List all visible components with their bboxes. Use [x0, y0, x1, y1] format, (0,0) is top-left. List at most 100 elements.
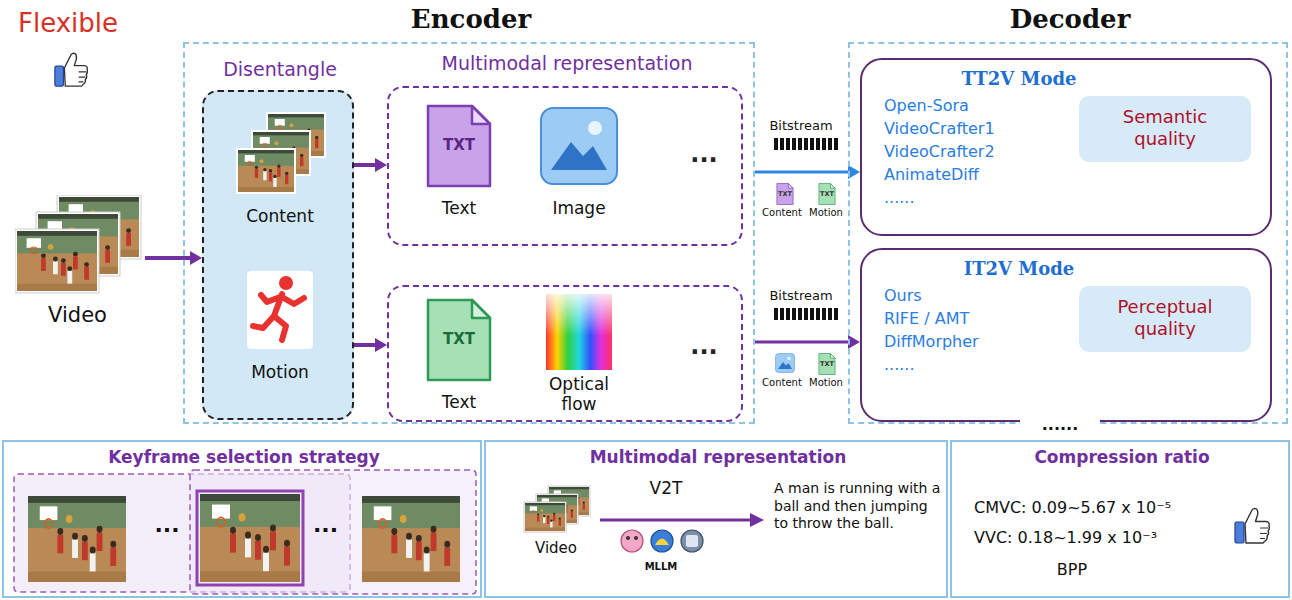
node-text: ......: [884, 188, 1084, 207]
node-text: VideoCrafter2: [884, 142, 1084, 161]
info-panel: Keyframe selection strategy......: [2, 440, 482, 598]
icon-text: TXT: [814, 361, 840, 369]
circle-shape: [651, 530, 673, 552]
stream-caption: Content: [758, 377, 806, 389]
v2t-arrowhead: [750, 513, 764, 527]
quality-box: Perceptual quality: [1079, 286, 1251, 352]
node-text: TXT: [414, 136, 504, 154]
node-text: ...: [679, 332, 729, 361]
quality-box: Semantic quality: [1079, 96, 1251, 162]
bitstream-bars: [772, 308, 838, 320]
path-shape: [253, 294, 304, 340]
stream-caption: Motion: [805, 377, 847, 389]
node-text: VideoCrafter1: [884, 119, 1084, 138]
node-text: VVC: 0.18~1.99 x 10⁻³: [974, 528, 1284, 547]
stream-caption: Content: [758, 207, 806, 219]
rect-shape: [236, 148, 296, 194]
icon-text: TXT: [814, 191, 840, 199]
use-shape: [525, 503, 565, 531]
info-panel: Compression ratioCMVC: 0.09~5.67 x 10⁻⁵V…: [950, 440, 1290, 598]
circle-shape: [626, 536, 630, 540]
node-text: ......: [884, 355, 1084, 374]
keyframe-window: [14, 474, 350, 592]
stream-label: Bitstream: [758, 288, 844, 304]
rect-shape: [546, 294, 612, 370]
representation-box: ... TXTText Optical flow: [387, 285, 743, 422]
video-frame: [200, 494, 300, 582]
node-text: IT2V Mode: [919, 258, 1119, 279]
content-item: Content: [218, 110, 342, 240]
path-shape: [655, 539, 669, 546]
node-text: Optical flow: [539, 374, 619, 415]
video-frame: [28, 496, 126, 582]
video-input: Video: [10, 195, 145, 345]
use-shape: [541, 108, 617, 184]
ellipsis: ......: [1020, 415, 1100, 434]
circle-shape: [621, 530, 643, 552]
info-panel: Multimodal representationV2TVideoA man i…: [484, 440, 948, 598]
mini-image-icon: [776, 354, 795, 373]
v2t-arrow: [600, 519, 752, 522]
node-text: Disentangle: [194, 58, 366, 81]
representation-box: Multimodal representation... TXTText Ima…: [387, 86, 743, 246]
node-text: Semantic quality: [1105, 106, 1225, 149]
node-text: RIFE / AMT: [884, 309, 1084, 328]
node-text: ...: [679, 140, 729, 169]
thumbs-up: [1235, 508, 1269, 543]
video-frame: [362, 496, 460, 582]
decoder-panel: DecoderTT2V ModeOpen-SoraVideoCrafter1Vi…: [848, 42, 1288, 424]
node-text: Encoder: [185, 4, 757, 34]
connector-arrow: [755, 171, 852, 174]
keyframe-highlight: [197, 491, 303, 585]
keyframe-window: [190, 470, 476, 594]
node-text: Compression ratio: [952, 447, 1292, 467]
thumbs-up: [55, 53, 88, 86]
node-text: Image: [529, 198, 629, 218]
node-text: Text: [414, 392, 504, 412]
runner-icon: [246, 270, 314, 352]
video-frames: [15, 195, 143, 295]
encoder-panel: EncoderDisentangle Content MotionMultimo…: [183, 42, 755, 424]
node-text: V2T: [631, 478, 701, 498]
flow-color-map: [546, 294, 612, 370]
motion-item: Motion: [218, 266, 342, 396]
rect-shape: [15, 229, 99, 293]
rect-shape: [546, 294, 612, 370]
node-text: Multimodal representation: [389, 52, 745, 75]
stream-label: Bitstream: [758, 118, 844, 134]
node-text: Multimodal representation: [486, 447, 950, 467]
node-text: Perceptual quality: [1105, 296, 1225, 339]
node-text: BPP: [1042, 560, 1102, 579]
node-text: TT2V Mode: [919, 68, 1119, 89]
rect-shape: [524, 502, 566, 532]
node-text: A man is running with a ball and then ju…: [774, 480, 944, 533]
disentangle-box: Disentangle Content Motion: [202, 90, 354, 420]
image-outline: [539, 106, 619, 188]
text-file-icon: TXTText: [414, 294, 504, 419]
text-file-icon: TXT Text: [414, 100, 504, 230]
optical-flow-icon: Optical flow: [524, 292, 634, 422]
rect-shape: [686, 535, 698, 547]
node-text: ...: [147, 512, 187, 538]
node-text: Video: [10, 303, 145, 328]
content-frames: [236, 112, 326, 198]
circle-shape: [681, 530, 703, 552]
node-text: Ours: [884, 286, 1084, 305]
connector-arrow: [145, 256, 194, 260]
image-icon: Image: [529, 100, 629, 230]
node-text: Motion: [218, 362, 342, 382]
node-text: AnimateDiff: [884, 165, 1084, 184]
mllm-logos: [621, 530, 703, 552]
bitstream-bars: [772, 138, 838, 150]
node-text: DiffMorpher: [884, 332, 1084, 351]
use-shape: [238, 150, 294, 192]
node-text: Text: [414, 198, 504, 218]
node-text: Keyframe selection strategy: [4, 447, 484, 467]
mode-box: IT2V ModeOursRIFE / AMT DiffMorpher......…: [860, 248, 1272, 422]
node-text: Content: [218, 206, 342, 226]
node-text: Open-Sora: [884, 96, 1084, 115]
video-stack: [524, 486, 590, 532]
node-text: Decoder: [850, 4, 1290, 34]
use-shape: [17, 231, 97, 291]
feature-label: Flexible: [18, 8, 168, 39]
